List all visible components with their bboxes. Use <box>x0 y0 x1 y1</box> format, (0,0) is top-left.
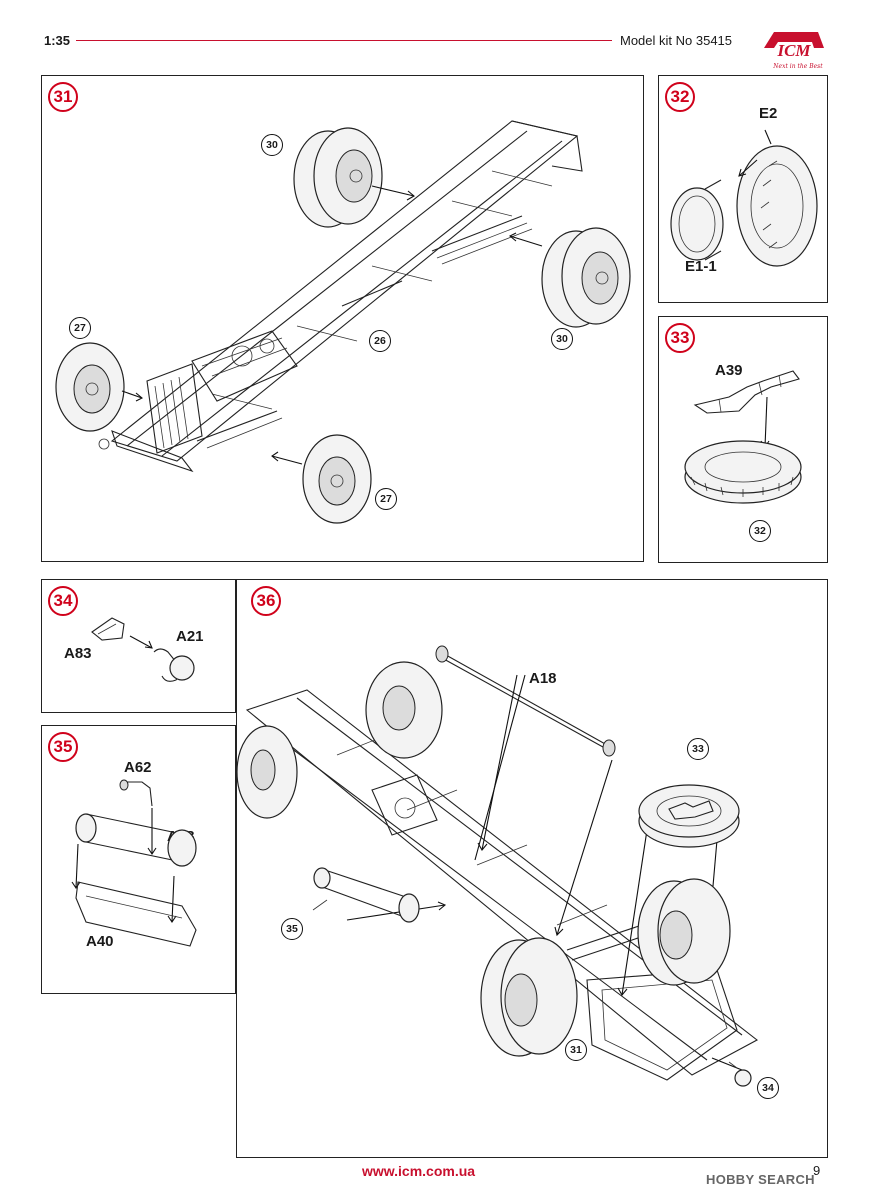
wheel-front-left <box>55 342 125 432</box>
page-number: 9 <box>813 1163 821 1178</box>
step-33-panel: 33 A39 32 <box>658 316 828 563</box>
scale-label: 1:35 <box>44 33 71 48</box>
header-rule <box>76 40 612 41</box>
chassis-underside-drawing <box>245 645 759 1087</box>
ref-step-35: 35 <box>281 918 303 940</box>
ref-step-27-left: 27 <box>69 317 91 339</box>
step-35-number: 35 <box>48 732 78 762</box>
part-label-a18: A18 <box>529 670 557 687</box>
step-34-panel: 34 A83 A21 <box>41 579 236 713</box>
wheel-front-right <box>302 434 372 524</box>
icm-logo: ICM Next in the Best <box>760 28 828 72</box>
ref-step-34: 34 <box>757 1077 779 1099</box>
step-31-panel: 31 <box>41 75 644 562</box>
wheel-front-upper <box>365 661 443 759</box>
part-label-a40: A40 <box>86 933 114 950</box>
wheel-rear-pair-lower <box>480 937 578 1057</box>
logo-text: ICM <box>776 41 811 60</box>
ref-step-30-right: 30 <box>551 328 573 350</box>
wheel-rear-left-pair <box>293 127 383 228</box>
ref-step-31: 31 <box>565 1039 587 1061</box>
logo-tagline: Next in the Best <box>772 63 823 70</box>
ref-step-26: 26 <box>369 330 391 352</box>
wheel-front-lower <box>236 725 298 819</box>
step-33-number: 33 <box>665 323 695 353</box>
chassis-frame-drawing <box>98 120 583 473</box>
tire-and-rim-drawing <box>670 129 818 267</box>
part-label-a83: A83 <box>64 645 92 662</box>
ref-step-33: 33 <box>687 738 709 760</box>
wheel-rear-right-pair <box>541 227 631 328</box>
footer-url[interactable]: www.icm.com.ua <box>362 1163 476 1179</box>
hobby-search-watermark: HOBBY SEARCH <box>706 1172 815 1187</box>
ref-step-27-right: 27 <box>375 488 397 510</box>
ref-step-32: 32 <box>749 520 771 542</box>
part-label-e1-1: E1-1 <box>685 258 717 275</box>
step-31-number: 31 <box>48 82 78 112</box>
spare-carrier-bracket-drawing <box>684 370 802 504</box>
step-36-panel: 36 A18 <box>236 579 828 1158</box>
ref-step-30-top: 30 <box>261 134 283 156</box>
step-32-number: 32 <box>665 82 695 112</box>
part-label-a21: A21 <box>176 628 204 645</box>
tow-hook-drawing <box>91 617 195 682</box>
part-label-e2: E2 <box>759 105 778 122</box>
step-34-number: 34 <box>48 586 78 616</box>
assembly-arrows <box>121 185 543 465</box>
model-kit-number: Model kit No 35415 <box>620 33 733 48</box>
part-label-a39: A39 <box>715 362 743 379</box>
wheel-rear-pair-upper <box>637 878 731 986</box>
step-35-panel: 35 A62 A48 A40 <box>41 725 236 994</box>
step-36-number: 36 <box>251 586 281 616</box>
step-32-panel: 32 E2 E1-1 <box>658 75 828 303</box>
air-tank-drawing <box>71 779 197 947</box>
spare-wheel-step33 <box>638 784 740 848</box>
part-label-a62: A62 <box>124 759 152 776</box>
